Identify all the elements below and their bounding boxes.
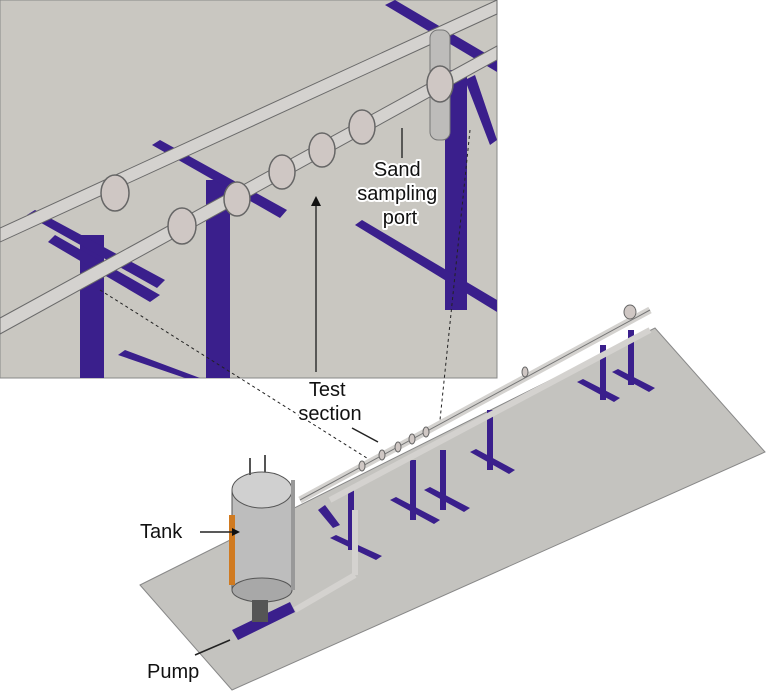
sand-sampling-port-label: Sand sampling port — [357, 159, 443, 229]
platform — [139, 327, 766, 691]
pump-label: Pump — [147, 661, 199, 683]
test-section-label: Test section — [298, 379, 361, 425]
pump — [232, 600, 295, 640]
zoom-guide-line — [99, 289, 371, 461]
platform-frames — [318, 330, 655, 560]
loop-pipes — [293, 306, 652, 613]
zoom-guide-line — [439, 129, 471, 421]
inset-detail-view: Sand sampling port — [0, 0, 498, 379]
tank-label: Tank — [140, 521, 183, 543]
test-section-flanges — [358, 304, 637, 472]
tank — [229, 455, 295, 603]
support-frames — [27, 0, 497, 378]
flanges — [100, 65, 454, 245]
